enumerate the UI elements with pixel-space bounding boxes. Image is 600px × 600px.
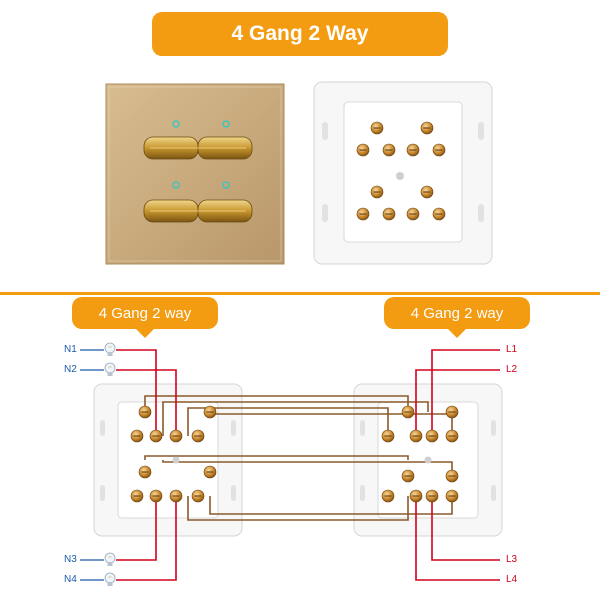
live-wires: [415, 349, 500, 581]
indicator-led: [222, 181, 230, 189]
section-divider: [0, 292, 600, 295]
left-diagram-label: 4 Gang 2 way: [72, 297, 218, 338]
lamp-wires: [116, 349, 177, 581]
bulb-icon: [104, 362, 116, 377]
live-label-l1: L1: [506, 344, 518, 355]
neutral-label-n2: N2: [64, 364, 77, 375]
right-terminals: [381, 405, 459, 503]
right-diagram-label: 4 Gang 2 way: [384, 297, 530, 338]
switch-front-panel: [105, 83, 285, 265]
live-label-l3: L3: [506, 554, 518, 565]
live-label-l2: L2: [506, 364, 518, 375]
bulb-icon: [104, 572, 116, 587]
left-terminals: [130, 405, 217, 503]
neutral-label-n4: N4: [64, 574, 77, 585]
neutral-label-n1: N1: [64, 344, 77, 355]
title-banner: 4 Gang 2 Way: [152, 12, 448, 56]
left-switch-back: [93, 383, 243, 537]
indicator-led: [222, 120, 230, 128]
live-label-l4: L4: [506, 574, 518, 585]
bulb-icon: [104, 552, 116, 567]
indicator-led: [172, 120, 180, 128]
bulb-icon: [104, 342, 116, 357]
switch-back-panel: [313, 81, 493, 265]
neutral-leads: [80, 349, 104, 581]
neutral-label-n3: N3: [64, 554, 77, 565]
indicator-led: [172, 181, 180, 189]
